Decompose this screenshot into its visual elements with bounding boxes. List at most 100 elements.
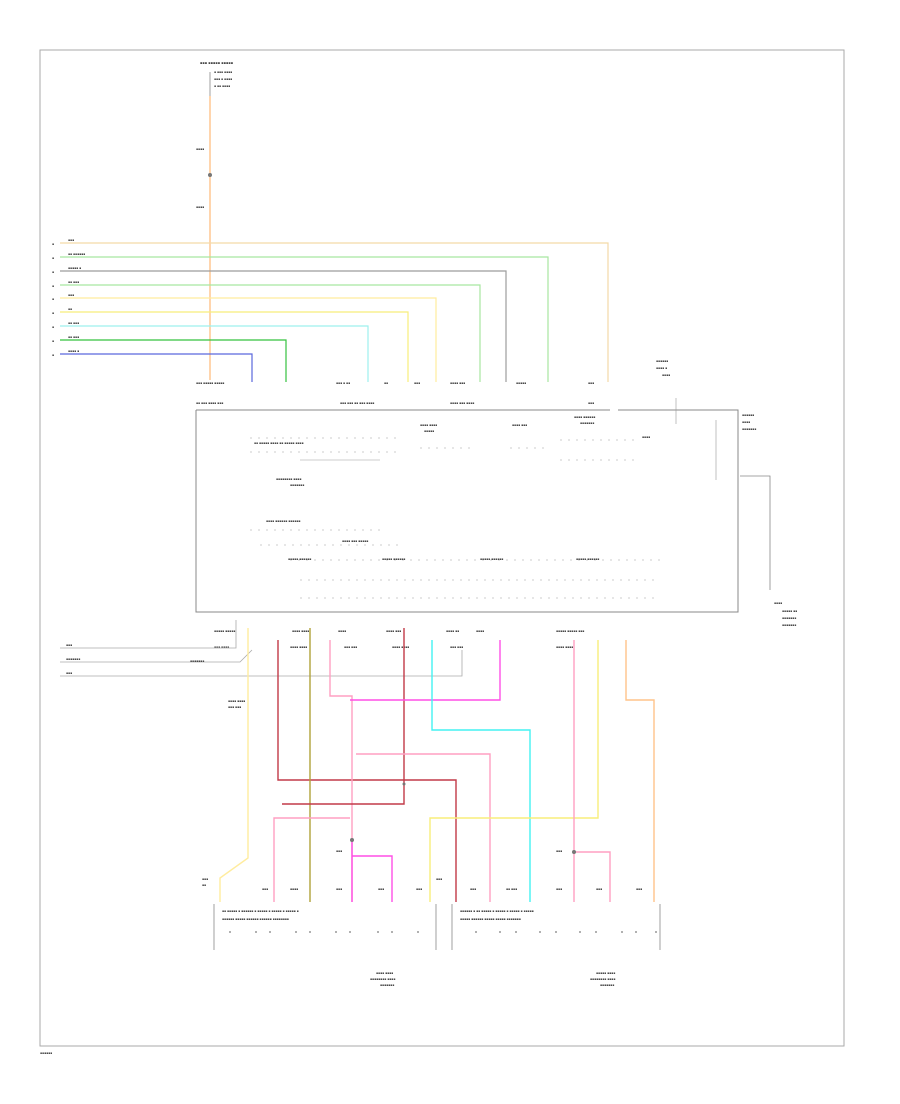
diagram-frame [39, 49, 845, 1047]
svg-text:▪▪▪▪▪: ▪▪▪▪▪ [516, 381, 526, 385]
svg-text:▪▪▪▪ ▪: ▪▪▪▪ ▪ [656, 366, 667, 370]
svg-text:▪▪▪▪▪▪ ▪▪▪▪▪ ▪▪▪▪▪▪ ▪▪▪▪▪▪ ▪▪▪: ▪▪▪▪▪▪ ▪▪▪▪▪ ▪▪▪▪▪▪ ▪▪▪▪▪▪ ▪▪▪▪▪▪▪▪ [222, 917, 289, 921]
svg-text:▪▪▪▪: ▪▪▪▪ [742, 420, 750, 424]
svg-text:▪▪ ▪▪▪: ▪▪ ▪▪▪ [506, 887, 517, 891]
svg-text:▪▪▪: ▪▪▪ [378, 887, 384, 891]
svg-text:▪▪▪: ▪▪▪ [336, 887, 342, 891]
svg-text:▪▪: ▪▪ [202, 883, 206, 887]
svg-text:▪▪▪▪ ▪▪▪▪: ▪▪▪▪ ▪▪▪▪ [420, 423, 437, 427]
svg-text:▪▪▪: ▪▪▪ [636, 887, 642, 891]
svg-text:▪▪▪▪ ▪▪▪▪: ▪▪▪▪ ▪▪▪▪ [292, 629, 309, 633]
svg-text:▪▪▪: ▪▪▪ [336, 849, 342, 853]
svg-text:▪▪▪: ▪▪▪ [68, 238, 74, 242]
wire-orange [625, 640, 655, 902]
wire-lt-green-1 [60, 256, 549, 382]
svg-text:▪▪▪▪▪▪▪: ▪▪▪▪▪▪▪ [580, 421, 594, 425]
wire-aqua [431, 640, 531, 902]
control-module [195, 409, 739, 613]
svg-text:▪ ▪▪▪ ▪▪▪▪: ▪ ▪▪▪ ▪▪▪▪ [214, 70, 232, 74]
splice-points [350, 782, 576, 854]
splice-labels: ▪▪▪ ▪▪▪ [336, 849, 562, 853]
svg-text:▪▪▪▪▪▪▪: ▪▪▪▪▪▪▪ [742, 427, 756, 431]
svg-text:▪▪: ▪▪ [68, 307, 72, 311]
svg-text:▪▪▪▪ ▪▪▪▪: ▪▪▪▪ ▪▪▪▪ [376, 971, 393, 975]
svg-text:▪▪▪▪▪▪▪: ▪▪▪▪▪▪▪ [190, 659, 204, 663]
svg-text:▪▪▪▪ ▪▪: ▪▪▪▪ ▪▪ [446, 629, 459, 633]
svg-text:▪▪▪: ▪▪▪ [556, 849, 562, 853]
wire-red-2 [282, 628, 405, 805]
harness-wires [219, 628, 655, 902]
wire-magenta-branch [352, 855, 393, 902]
svg-text:▪▪▪: ▪▪▪ [436, 877, 442, 881]
seat-motor-connectors: ▪▪▪▪▪ ▪▪▪▪▪▪▪ ▪▪▪▪▪▪ ▪▪▪▪▪▪ ▪▪▪▪▪ ▪▪▪ ▪▪… [202, 877, 642, 921]
svg-text:▪▪▪ ▪▪▪▪: ▪▪▪ ▪▪▪▪ [214, 645, 229, 649]
svg-text:▪▪▪: ▪▪▪ [66, 643, 72, 647]
svg-text:▪▪ ▪▪▪: ▪▪ ▪▪▪ [68, 280, 79, 284]
wire-lt-green-2 [60, 284, 481, 382]
wire-pink-5 [574, 851, 611, 902]
svg-text:▪▪▪▪▪▪: ▪▪▪▪▪▪ [742, 413, 754, 417]
svg-text:▪▪▪▪ ▪▪▪: ▪▪▪▪ ▪▪▪ [512, 423, 527, 427]
svg-text:▪▪▪: ▪▪▪ [66, 671, 72, 675]
svg-text:▪: ▪ [52, 270, 54, 274]
svg-text:▪▪▪▪ ▪▪▪▪▪▪: ▪▪▪▪ ▪▪▪▪▪▪ [574, 415, 595, 419]
wire-yellow-right [429, 640, 599, 902]
svg-text:▪▪▪: ▪▪▪ [596, 887, 602, 891]
svg-text:▪▪▪▪▪▪ ▪ ▪▪ ▪▪▪▪▪ ▪ ▪▪▪▪▪ ▪ ▪▪: ▪▪▪▪▪▪ ▪ ▪▪ ▪▪▪▪▪ ▪ ▪▪▪▪▪ ▪ ▪▪▪▪▪ ▪ ▪▪▪▪… [460, 909, 534, 913]
svg-text:▪▪▪▪▪▪▪: ▪▪▪▪▪▪▪ [380, 983, 394, 987]
wire-tan [60, 242, 609, 382]
svg-text:▪▪ ▪▪▪: ▪▪ ▪▪▪ [68, 335, 79, 339]
wire-green [60, 339, 287, 382]
svg-text:▪▪▪▪▪▪▪: ▪▪▪▪▪▪▪ [782, 623, 796, 627]
svg-text:▪▪▪: ▪▪▪ [414, 381, 420, 385]
svg-text:▪▪▪▪: ▪▪▪▪ [642, 435, 650, 439]
svg-text:▪▪ ▪▪▪▪▪▪: ▪▪ ▪▪▪▪▪▪ [68, 252, 85, 256]
svg-text:▪▪▪▪ ▪▪▪▪: ▪▪▪▪ ▪▪▪▪ [228, 699, 245, 703]
svg-text:▪: ▪ [52, 242, 54, 246]
left-lower-labels: ▪▪▪▪▪▪▪▪▪▪▪▪▪ ▪▪▪▪▪▪▪ ▪▪▪▪ ▪▪▪▪▪▪▪ ▪▪▪ [66, 643, 245, 709]
svg-text:▪: ▪ [52, 353, 54, 357]
svg-text:▪▪▪: ▪▪▪ [470, 887, 476, 891]
wire-pink-3 [356, 753, 491, 902]
svg-text:▪▪▪ ▪▪▪: ▪▪▪ ▪▪▪ [344, 645, 357, 649]
svg-text:▪▪▪▪▪ ▪: ▪▪▪▪▪ ▪ [68, 266, 81, 270]
svg-text:▪: ▪ [52, 339, 54, 343]
wire-pink-2 [273, 817, 350, 902]
svg-text:▪▪▪▪: ▪▪▪▪ [774, 601, 782, 605]
svg-text:▪▪▪▪ ▪▪▪▪: ▪▪▪▪ ▪▪▪▪ [290, 645, 307, 649]
svg-text:▪▪▪: ▪▪▪ [588, 401, 594, 405]
wire-gray [60, 270, 507, 382]
svg-text:▪▪▪▪▪ ▪▪▪▪▪▪: ▪▪▪▪▪ ▪▪▪▪▪▪ [576, 557, 599, 561]
wire-yellow-2 [60, 311, 409, 382]
left-wire-bus [60, 242, 609, 382]
svg-text:▪: ▪ [52, 325, 54, 329]
svg-text:▪▪▪▪ ▪▪▪ ▪▪▪▪▪: ▪▪▪▪ ▪▪▪ ▪▪▪▪▪ [342, 539, 368, 543]
svg-text:▪▪▪▪▪▪▪▪ ▪▪▪▪: ▪▪▪▪▪▪▪▪ ▪▪▪▪ [276, 477, 301, 481]
svg-text:▪▪▪ ▪ ▪▪▪▪: ▪▪▪ ▪ ▪▪▪▪ [214, 77, 232, 81]
svg-text:▪▪▪▪: ▪▪▪▪ [662, 373, 670, 377]
svg-text:▪▪▪▪: ▪▪▪▪ [338, 629, 346, 633]
svg-text:▪▪▪▪ ▪▪▪: ▪▪▪▪ ▪▪▪ [386, 629, 401, 633]
svg-text:▪▪▪: ▪▪▪ [202, 877, 208, 881]
svg-text:▪: ▪ [52, 284, 54, 288]
seat-motor-boundaries [213, 904, 661, 950]
seat-assembly-labels: ▪▪▪▪ ▪▪▪▪ ▪▪▪▪▪▪▪▪ ▪▪▪▪ ▪▪▪▪▪▪▪ ▪▪▪▪▪ ▪▪… [370, 971, 615, 987]
svg-text:▪▪▪▪▪ ▪▪▪▪▪: ▪▪▪▪▪ ▪▪▪▪▪ [214, 629, 235, 633]
wire-blue [60, 353, 253, 382]
feed-connector [208, 173, 212, 177]
module-bottom-pin-labels: ▪▪▪▪▪ ▪▪▪▪▪ ▪▪▪▪ ▪▪▪▪ ▪▪▪▪ ▪▪▪▪ ▪▪▪ ▪▪▪▪ ▪… [214, 629, 584, 649]
svg-text:▪▪ ▪▪▪ ▪▪▪▪ ▪▪▪: ▪▪ ▪▪▪ ▪▪▪▪ ▪▪▪ [196, 401, 223, 405]
svg-text:▪▪▪▪▪▪: ▪▪▪▪▪▪ [656, 359, 668, 363]
svg-text:▪ ▪▪ ▪▪▪▪: ▪ ▪▪ ▪▪▪▪ [214, 84, 230, 88]
wire-red-1 [277, 640, 457, 902]
left-bus-labels: ▪▪▪ ▪▪▪ ▪▪▪ ▪▪▪▪▪ ▪▪▪▪▪▪▪▪▪▪▪ ▪ ▪▪ ▪▪▪▪▪… [52, 238, 85, 357]
feed-wire-label: ▪▪▪▪ [196, 205, 204, 209]
svg-text:▪▪ ▪▪▪▪▪ ▪▪▪▪ ▪▪ ▪▪▪▪▪ ▪▪▪▪: ▪▪ ▪▪▪▪▪ ▪▪▪▪ ▪▪ ▪▪▪▪▪ ▪▪▪▪ [254, 441, 304, 445]
svg-text:▪▪: ▪▪ [384, 381, 388, 385]
svg-text:▪▪▪ ▪▪▪: ▪▪▪ ▪▪▪ [228, 705, 241, 709]
svg-text:▪▪▪▪ ▪▪▪▪▪▪ ▪▪▪▪▪▪: ▪▪▪▪ ▪▪▪▪▪▪ ▪▪▪▪▪▪ [266, 519, 300, 523]
wire-yellow-1 [60, 297, 437, 382]
svg-text:▪▪▪▪▪ ▪▪▪▪: ▪▪▪▪▪ ▪▪▪▪ [596, 971, 615, 975]
